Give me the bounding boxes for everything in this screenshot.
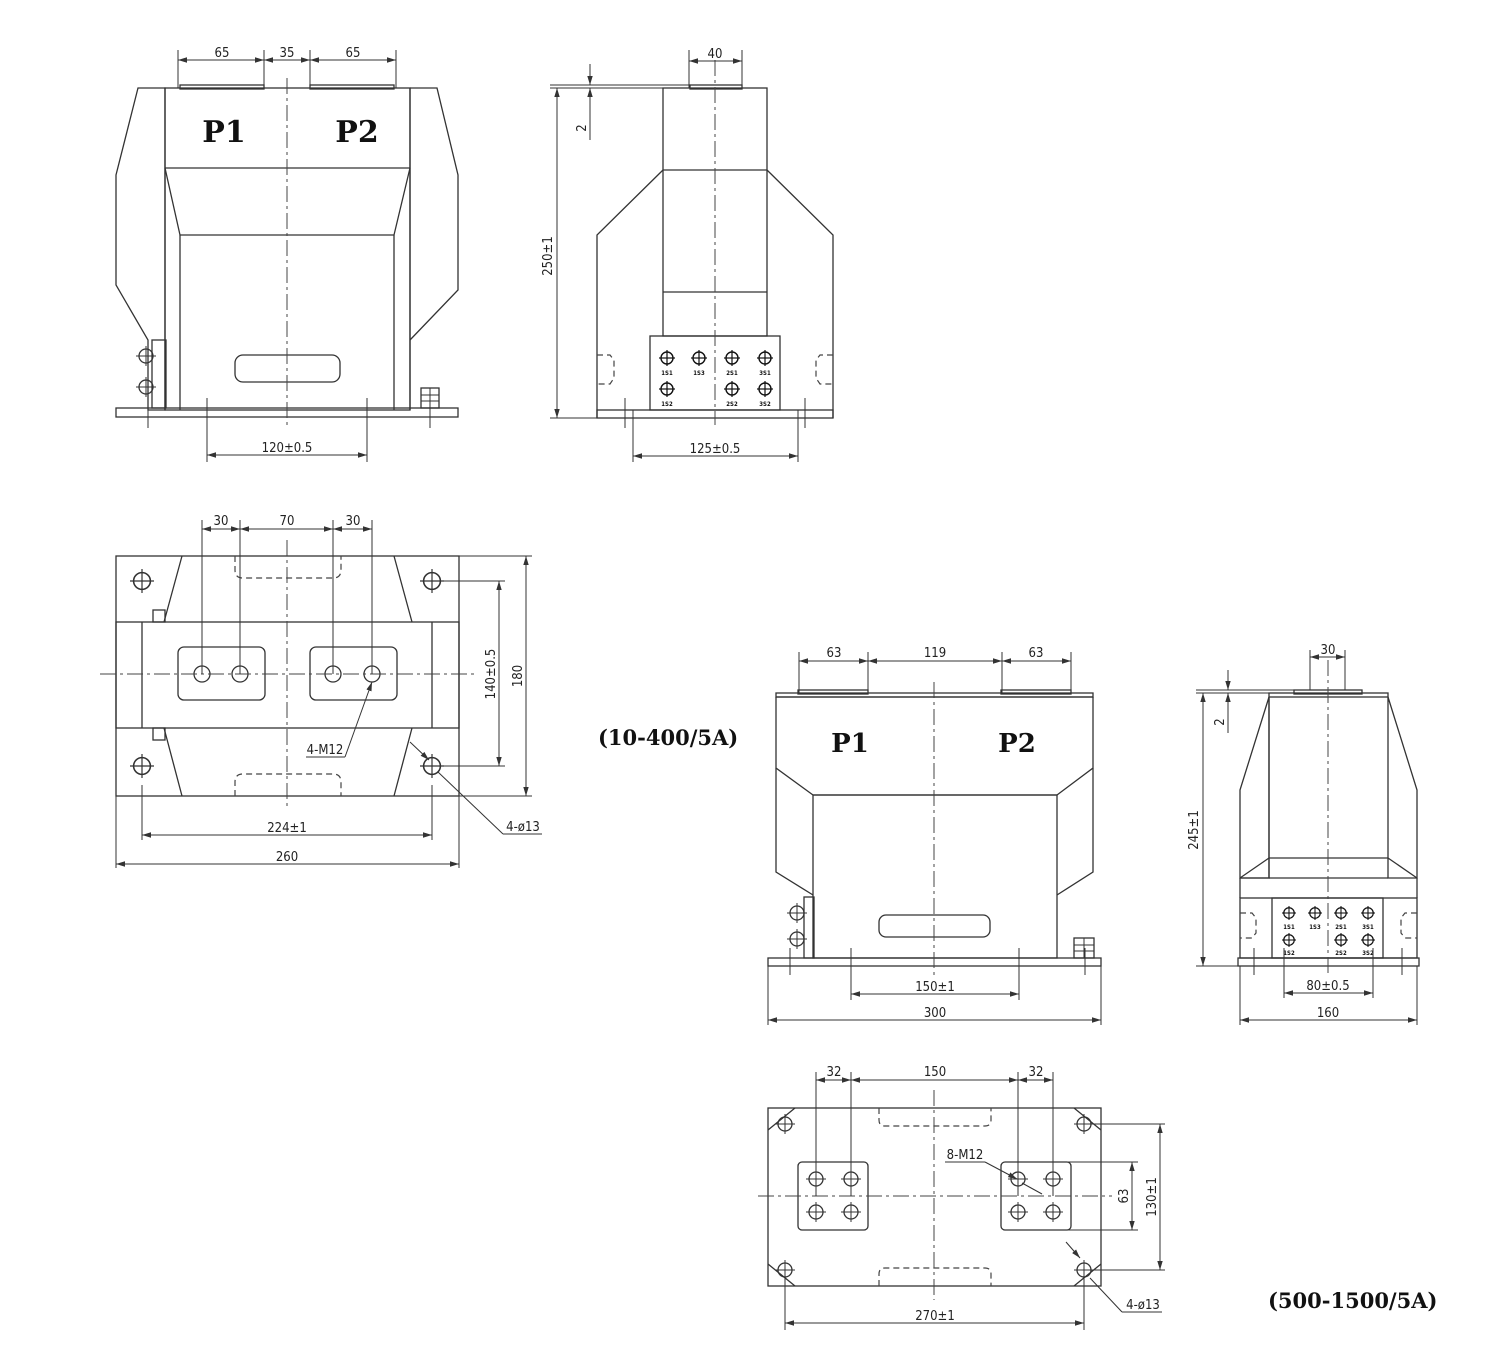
dim-65-right: 65 bbox=[346, 46, 361, 61]
terminal-bolt-icon bbox=[723, 380, 741, 398]
dim-63-left: 63 bbox=[827, 646, 842, 661]
terminal-label: 2S1 bbox=[1335, 924, 1347, 931]
p1-label: P1 bbox=[831, 729, 869, 759]
dim-270: 270±1 bbox=[915, 1309, 955, 1324]
terminal-bolt-icon bbox=[756, 380, 774, 398]
bolt-hole-icon bbox=[1007, 1201, 1029, 1223]
terminal-label: 1S2 bbox=[661, 401, 673, 408]
side-terminal-icon bbox=[135, 345, 157, 367]
p1-label: P1 bbox=[202, 115, 245, 150]
dim-140: 140±0.5 bbox=[484, 649, 499, 700]
rating-large: (500-1500/5A) bbox=[1268, 1288, 1437, 1313]
view-front-large: P1 P2 63 119 63 150±1 300 bbox=[767, 646, 1102, 1025]
terminal-label: 1S1 bbox=[661, 370, 673, 377]
callout-4-m12: 4-M12 bbox=[307, 743, 344, 758]
bolt-hole-icon bbox=[840, 1201, 862, 1223]
dim-35: 35 bbox=[280, 46, 295, 61]
dim-30-right: 30 bbox=[346, 514, 361, 529]
terminal-bolt-icon bbox=[658, 380, 676, 398]
dim-125: 125±0.5 bbox=[690, 442, 741, 457]
p2-label: P2 bbox=[335, 115, 378, 150]
terminal-label: 1S3 bbox=[1309, 924, 1321, 931]
dim-150: 150 bbox=[924, 1065, 946, 1080]
terminal-label: 1S2 bbox=[1283, 950, 1295, 957]
terminal-bolt-icon bbox=[723, 349, 741, 367]
mount-hole-icon bbox=[774, 1113, 796, 1135]
dim-63: 63 bbox=[1117, 1189, 1132, 1204]
dim-40: 40 bbox=[708, 47, 723, 62]
callout-4-dia13: 4-ø13 bbox=[1126, 1298, 1160, 1313]
dim-2: 2 bbox=[575, 124, 590, 131]
terminal-label: 3S2 bbox=[1362, 950, 1374, 957]
dim-160: 160 bbox=[1317, 1006, 1339, 1021]
dim-119: 119 bbox=[924, 646, 946, 661]
view-side-large: 1S1 1S3 2S1 3S1 1S2 2S2 3S2 30 2 245±1 8… bbox=[1187, 643, 1420, 1025]
terminal-bolt-icon bbox=[658, 349, 676, 367]
terminal-bolt-icon bbox=[1281, 905, 1297, 921]
dim-245: 245±1 bbox=[1187, 810, 1202, 850]
terminal-bolt-icon bbox=[1333, 932, 1349, 948]
dim-32-left: 32 bbox=[827, 1065, 842, 1080]
terminal-bolt-icon bbox=[1281, 932, 1297, 948]
bolt-hole-icon bbox=[805, 1201, 827, 1223]
dim-30-left: 30 bbox=[214, 514, 229, 529]
dim-2: 2 bbox=[1213, 718, 1228, 725]
view-plan-small: 30 70 30 140±0.5 180 4-M12 4-ø13 224±1 2… bbox=[100, 514, 542, 868]
dim-250: 250±1 bbox=[541, 236, 556, 276]
dim-120: 120±0.5 bbox=[262, 441, 313, 456]
dim-65-left: 65 bbox=[215, 46, 230, 61]
callout-8-m12: 8-M12 bbox=[947, 1148, 984, 1163]
terminal-label: 1S1 bbox=[1283, 924, 1295, 931]
terminal-bolt-icon bbox=[756, 349, 774, 367]
terminal-label: 3S1 bbox=[1362, 924, 1374, 931]
dim-300: 300 bbox=[924, 1006, 946, 1021]
terminal-label: 2S1 bbox=[726, 370, 738, 377]
terminal-bolt-icon bbox=[1307, 905, 1323, 921]
dim-260: 260 bbox=[276, 850, 298, 865]
dim-80: 80±0.5 bbox=[1306, 979, 1349, 994]
mount-hole-icon bbox=[129, 753, 155, 779]
terminal-label: 3S1 bbox=[759, 370, 771, 377]
view-plan-large: 32 150 32 8-M12 63 130±1 4-ø13 270±1 bbox=[758, 1065, 1165, 1330]
dim-32-right: 32 bbox=[1029, 1065, 1044, 1080]
rating-small: (10-400/5A) bbox=[598, 725, 738, 750]
terminal-bolt-icon bbox=[1360, 905, 1376, 921]
terminal-bolt-icon bbox=[690, 349, 708, 367]
dim-30: 30 bbox=[1321, 643, 1336, 658]
side-terminal-icon bbox=[135, 376, 157, 398]
terminal-bolt-icon bbox=[1360, 932, 1376, 948]
terminal-label: 2S2 bbox=[726, 401, 738, 408]
dim-130: 130±1 bbox=[1145, 1177, 1160, 1217]
dim-180: 180 bbox=[511, 665, 526, 687]
terminal-label: 3S2 bbox=[759, 401, 771, 408]
p2-label: P2 bbox=[998, 729, 1036, 759]
callout-4-dia13: 4-ø13 bbox=[506, 820, 540, 835]
terminal-label: 1S3 bbox=[693, 370, 705, 377]
mount-hole-icon bbox=[129, 568, 155, 594]
view-front-small: P1 P2 65 35 65 120±0.5 bbox=[115, 46, 459, 462]
dim-63-right: 63 bbox=[1029, 646, 1044, 661]
dim-224: 224±1 bbox=[267, 821, 307, 836]
dim-150: 150±1 bbox=[915, 980, 955, 995]
dim-70: 70 bbox=[280, 514, 295, 529]
view-side-small: 1S1 1S3 2S1 3S1 1S2 2S2 3S2 40 2 250±1 1… bbox=[541, 47, 834, 462]
terminal-label: 2S2 bbox=[1335, 950, 1347, 957]
terminal-bolt-icon bbox=[1333, 905, 1349, 921]
bolt-hole-icon bbox=[1042, 1201, 1064, 1223]
